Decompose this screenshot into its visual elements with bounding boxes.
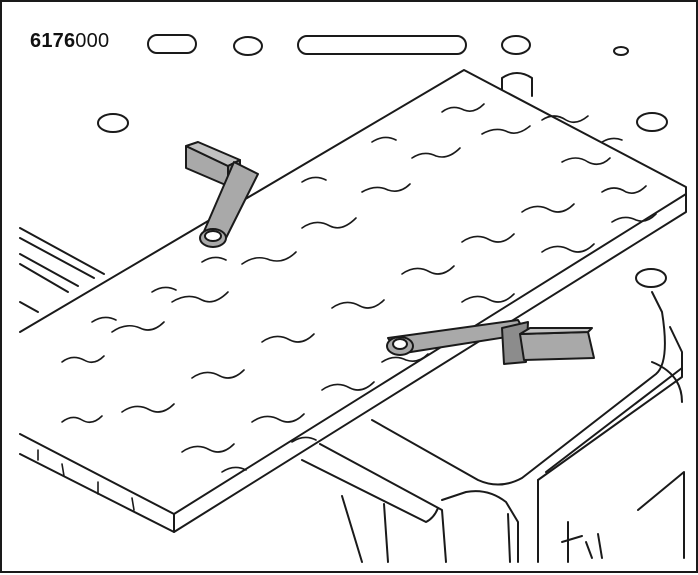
bench-left-rails — [19, 227, 105, 313]
figure-code-main: 6176 — [30, 30, 76, 52]
figure-code: 6176000 — [30, 30, 109, 53]
bench-holes — [97, 34, 668, 288]
bench-body — [301, 291, 685, 563]
clamp-lower — [386, 319, 595, 365]
wooden-board — [19, 69, 687, 533]
clamp-upper — [185, 141, 259, 248]
figure-code-suffix: 000 — [75, 30, 110, 52]
wood-grain — [37, 103, 657, 511]
